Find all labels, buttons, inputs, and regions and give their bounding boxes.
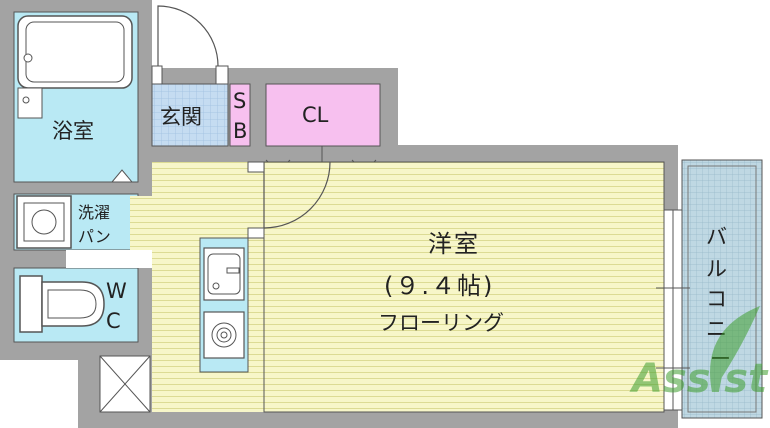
balcony-label-1: バ: [706, 225, 727, 249]
refrigerator-space: [99, 355, 151, 413]
closet: CL: [265, 83, 381, 173]
western-room-name: 洋室: [428, 230, 480, 258]
shoe-box-label-s: S: [233, 89, 246, 113]
kitchen: [199, 237, 249, 373]
entrance-label: 玄関: [160, 105, 202, 129]
bathroom-label: 浴室: [52, 119, 94, 143]
toilet-icon: [41, 281, 105, 327]
balcony-label-2: ル: [706, 257, 727, 281]
western-room-size: (９.４帖): [384, 272, 494, 300]
toilet-tank-icon: [19, 275, 43, 333]
wc: W C: [13, 267, 139, 343]
washer-pan-label-line1: 洗濯: [78, 203, 110, 222]
shoe-box-label-b: B: [233, 119, 247, 143]
stove-icon: [203, 311, 245, 359]
assist-logo: Assist: [629, 306, 769, 402]
bathtub-icon: [17, 15, 133, 89]
entrance-door-swing: [157, 5, 219, 70]
faucet-icon: [23, 53, 33, 63]
room-door-swing: [263, 161, 331, 229]
washer-pan-label-line2: パン: [78, 227, 111, 246]
bathroom: 浴室: [13, 11, 139, 183]
shoe-box: S B: [229, 83, 251, 147]
western-room: 洋室 (９.４帖) フローリング: [247, 161, 665, 413]
shower-icon: [17, 87, 43, 119]
western-room-floor: フローリング: [378, 311, 504, 335]
sink-icon: [203, 247, 245, 301]
closet-label: CL: [302, 103, 329, 127]
wc-label-w: W: [106, 279, 127, 303]
wc-label-c: C: [106, 309, 121, 333]
balcony-label-3: コ: [706, 287, 727, 311]
laundry-area: 洗濯 パン: [13, 193, 139, 251]
assist-logo-text: Assist: [629, 356, 769, 402]
washer-pan-icon: [16, 195, 72, 249]
entrance: 玄関: [151, 5, 229, 147]
